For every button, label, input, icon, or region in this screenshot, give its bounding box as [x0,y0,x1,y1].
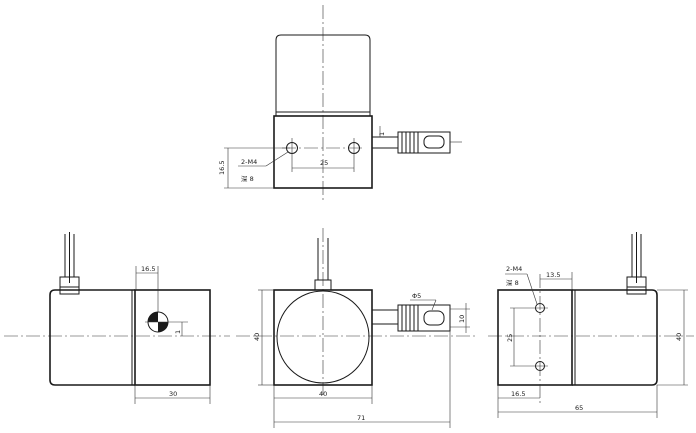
top-thread-label: 2-M4 [241,158,257,166]
left-offset-label: 16.5 [141,265,155,273]
right-depth-label: 深 8 [506,278,519,287]
mid-body-label: 40 [319,390,327,398]
top-view: 25 2-M4 深 8 16.5 1 [218,5,462,200]
middle-view: 10 Φ5 40 40 71 [236,228,475,428]
right-total-label: 65 [575,404,583,412]
mid-height-label: 40 [253,333,261,341]
left-small-label: 1 [174,330,182,334]
right-thread-label: 2-M4 [506,265,522,273]
top-spacing-label: 25 [320,159,328,167]
mid-phi-label: Φ5 [412,292,421,300]
right-height-label: 40 [675,333,683,341]
left-width-label: 30 [169,390,177,398]
right-bottom-label: 16.5 [511,390,525,398]
mid-total-label: 71 [357,414,365,422]
top-depth-label: 深 8 [241,174,254,183]
top-small-label: 1 [378,132,386,136]
right-offset-label: 13.5 [546,271,560,279]
right-spacing-label: 25 [506,334,514,342]
top-height-label: 16.5 [218,161,226,175]
left-view: 1 16.5 30 [4,232,230,404]
mid-small-label: 10 [458,315,466,323]
right-view: 25 13.5 2-M4 深 8 40 16.5 65 [488,232,694,418]
